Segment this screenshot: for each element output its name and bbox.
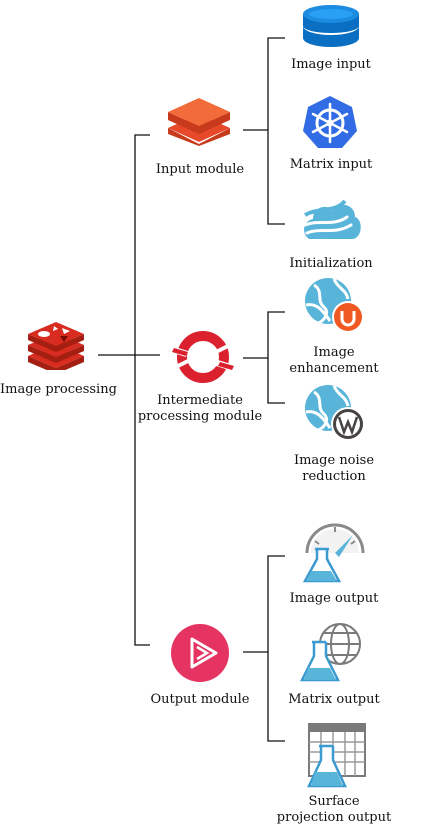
kubernetes-helm-icon: [301, 94, 359, 150]
root-label: Image processing: [0, 382, 117, 397]
cloud-streams-icon: [301, 193, 363, 247]
openshift-ring-icon: [170, 326, 236, 386]
matrix-output-label: Matrix output: [288, 692, 380, 707]
intermediate-module-label-line1: Intermediate: [157, 393, 243, 408]
output-module-label: Output module: [150, 692, 250, 707]
globe-wordpress-icon: [304, 384, 366, 442]
input-module-label: Input module: [155, 162, 245, 177]
database-stack-icon: [301, 2, 361, 48]
redis-stack-icon: [24, 322, 88, 374]
surface-projection-output-label: Surface projection output: [272, 794, 396, 826]
image-output-label: Image output: [289, 591, 379, 606]
image-noise-reduction-label: Image noise reduction: [276, 453, 392, 485]
intermediate-module-label: Intermediate processing module: [136, 393, 264, 425]
play-circle-icon: [170, 623, 230, 683]
initialization-label: Initialization: [289, 256, 373, 271]
intermediate-module-label-line2: processing module: [137, 409, 263, 424]
image-noise-reduction-label-line1: Image noise: [293, 453, 375, 468]
surface-projection-output-label-line1: Surface: [308, 794, 360, 809]
globe-ubuntu-icon: [304, 277, 366, 335]
image-noise-reduction-label-line2: reduction: [302, 469, 366, 484]
surface-projection-output-label-line2: projection output: [276, 810, 392, 825]
flask-table-icon: [301, 722, 367, 788]
databricks-layers-icon: [166, 96, 232, 150]
image-enhancement-label-line2: enhancement: [289, 361, 379, 376]
image-enhancement-label-line1: Image: [313, 345, 355, 360]
matrix-input-label: Matrix input: [289, 157, 373, 172]
image-input-label: Image input: [291, 57, 371, 72]
flask-gauge-icon: [301, 519, 365, 585]
flask-globe-icon: [298, 620, 364, 682]
image-enhancement-label: Image enhancement: [276, 345, 392, 377]
